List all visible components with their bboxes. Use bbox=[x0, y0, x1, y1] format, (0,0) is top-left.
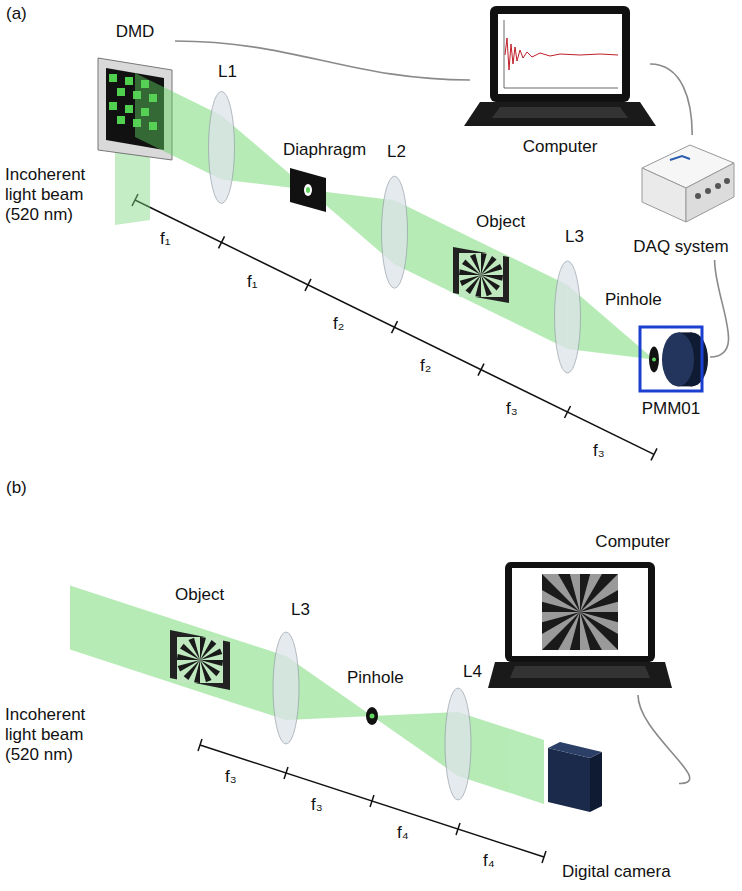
device-label: PMM01 bbox=[632, 399, 710, 419]
part-label: f₁ bbox=[160, 229, 170, 249]
part-label: L3 bbox=[291, 600, 310, 620]
part-label: Pinhole bbox=[347, 668, 404, 688]
part-label: Object bbox=[175, 585, 224, 605]
cable-line bbox=[710, 260, 729, 357]
part-label: Incoherent light beam (520 nm) bbox=[5, 165, 100, 225]
part-label: f₃ bbox=[593, 441, 605, 461]
object-target bbox=[170, 630, 230, 690]
photodetector bbox=[640, 327, 708, 391]
device-node: DMD bbox=[95, 20, 175, 160]
device-label: Digital camera bbox=[562, 862, 671, 882]
device-label: Computer bbox=[595, 532, 670, 552]
part-label: Pinhole bbox=[605, 290, 662, 310]
signal-cable bbox=[638, 695, 690, 784]
cable-line bbox=[638, 695, 690, 784]
light-beam bbox=[70, 586, 544, 804]
panel-letter: (a) bbox=[6, 4, 27, 24]
part-label: f₄ bbox=[397, 823, 409, 843]
lens bbox=[445, 688, 471, 800]
object-target bbox=[453, 247, 509, 303]
device-node: DAQ system bbox=[625, 135, 737, 260]
cable-line bbox=[650, 64, 692, 135]
diaphragm bbox=[290, 168, 326, 212]
lens bbox=[382, 176, 408, 288]
device-label: Computer bbox=[470, 137, 650, 157]
device-label: DAQ system bbox=[625, 237, 737, 257]
lens bbox=[273, 632, 299, 744]
device-node: Computer bbox=[490, 530, 675, 695]
part-label: f₄ bbox=[483, 851, 495, 871]
part-label: L4 bbox=[463, 662, 482, 682]
device-label: DMD bbox=[95, 22, 175, 42]
signal-cable bbox=[710, 260, 729, 357]
part-label: f₂ bbox=[420, 356, 431, 376]
camera bbox=[548, 742, 602, 812]
panel-letter: (b) bbox=[6, 478, 27, 498]
pinhole bbox=[366, 707, 378, 725]
signal-cable bbox=[650, 64, 692, 135]
part-label: f₁ bbox=[247, 272, 257, 292]
part-label: Object bbox=[476, 212, 525, 232]
device-node: Computer bbox=[470, 0, 650, 160]
part-label: L3 bbox=[565, 227, 584, 247]
part-label: f₃ bbox=[506, 399, 518, 419]
laptop bbox=[464, 6, 656, 126]
part-label: f₂ bbox=[333, 314, 344, 334]
part-label: f₃ bbox=[311, 795, 323, 815]
device-node: Digital camera bbox=[540, 740, 679, 885]
daq-box bbox=[642, 145, 734, 222]
laptop bbox=[488, 557, 672, 688]
part-label: L2 bbox=[387, 142, 406, 162]
lens bbox=[209, 91, 235, 203]
part-label: L1 bbox=[218, 62, 237, 82]
part-label: f₃ bbox=[225, 767, 237, 787]
part-label: Incoherent light beam (520 nm) bbox=[5, 705, 110, 765]
lens bbox=[555, 261, 581, 373]
device-node: PMM01 bbox=[632, 322, 710, 422]
part-label: Diaphragm bbox=[283, 140, 366, 160]
